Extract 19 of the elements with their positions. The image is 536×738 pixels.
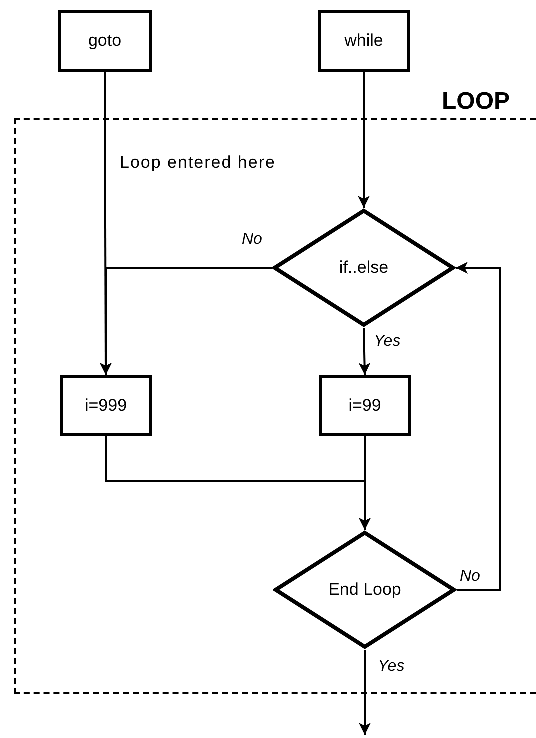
- process-box: [60, 375, 152, 436]
- arrow: [358, 72, 370, 208]
- node-text: End Loop: [328, 579, 402, 602]
- arrow: [358, 328, 371, 376]
- arrow: [456, 262, 501, 591]
- node-text: goto: [88, 30, 122, 52]
- arrow: [359, 436, 371, 530]
- arrow: [100, 267, 272, 375]
- process-box: [318, 10, 410, 72]
- node-text: i=99: [348, 394, 382, 417]
- arrow: [359, 650, 371, 735]
- node-text: if..else: [339, 257, 389, 280]
- node-text: i=999: [84, 394, 128, 417]
- process-box: [58, 10, 152, 72]
- decision-diamond: [273, 530, 457, 650]
- node-text: while: [344, 30, 384, 52]
- region-title: LOOP: [442, 88, 510, 116]
- process-box: [319, 375, 411, 436]
- decision-diamond: [272, 208, 456, 328]
